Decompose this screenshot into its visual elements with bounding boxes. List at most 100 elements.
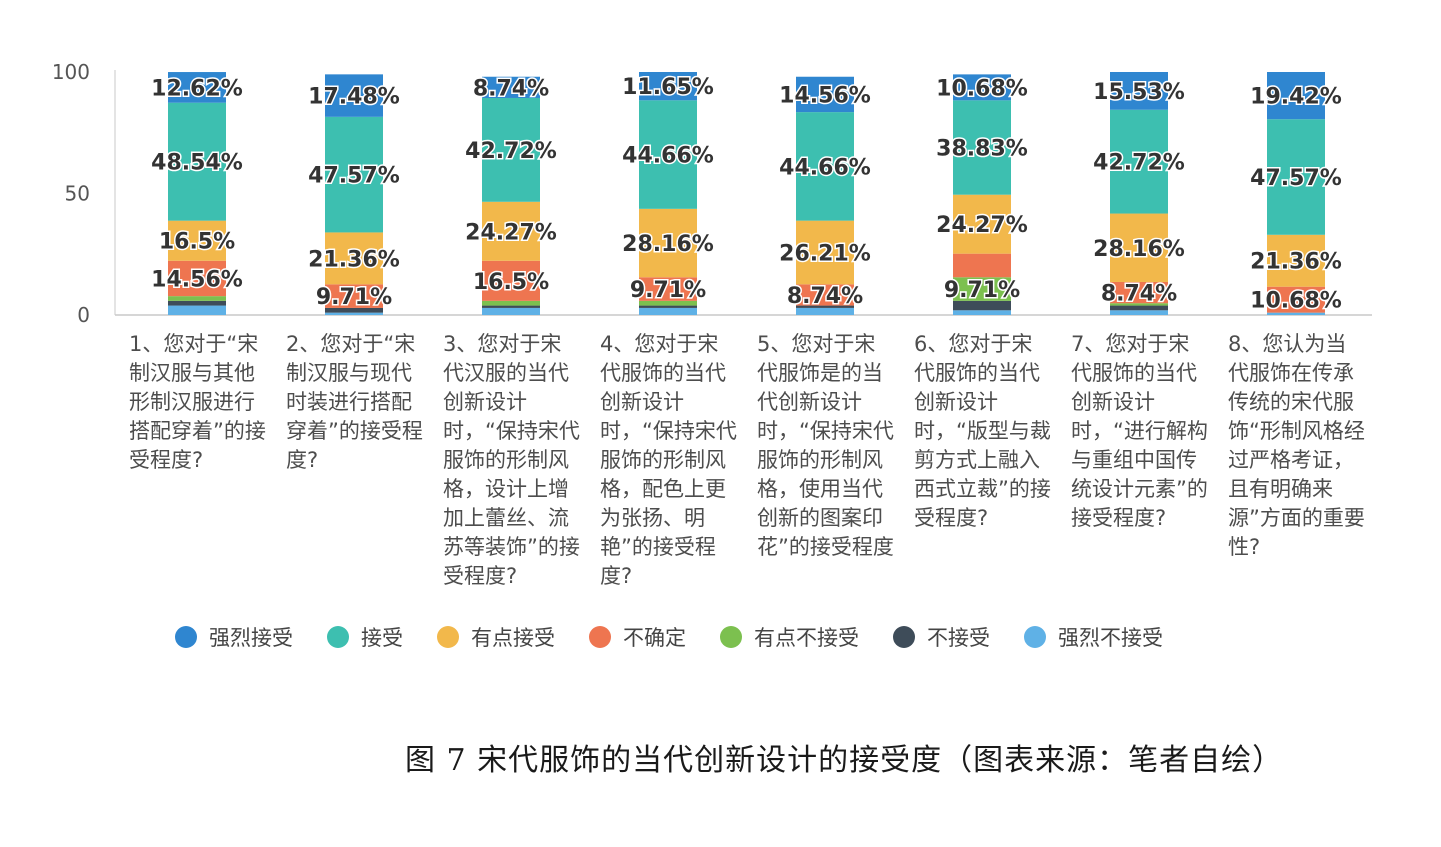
y-tick-label: 50 <box>65 182 90 206</box>
figure-caption: 图 7 宋代服饰的当代创新设计的接受度（图表来源：笔者自绘） <box>405 743 1284 778</box>
bar-segment <box>639 100 697 209</box>
bar-segment <box>796 284 854 306</box>
bar-segment <box>639 208 697 278</box>
bar-segment <box>953 300 1011 311</box>
bar-segment <box>953 310 1011 315</box>
data-label: 14.56% <box>779 83 871 108</box>
bar-segment <box>168 102 226 221</box>
bar-segment <box>1110 109 1168 214</box>
category-label: 5、您对于宋代服饰是的当代创新设计时，“保持宋代服饰的形制风格，使用当代创新的图… <box>757 332 894 559</box>
legend-swatch <box>327 626 349 648</box>
bar-segment <box>639 305 697 308</box>
legend-label: 强烈接受 <box>209 626 293 650</box>
bar-segment <box>1110 305 1168 311</box>
bar-segment <box>796 305 854 308</box>
bar-segment <box>1267 72 1325 120</box>
bar-segment <box>168 220 226 261</box>
bar-segment <box>1267 312 1325 315</box>
data-label: 28.16% <box>622 232 714 257</box>
data-label: 9.71% <box>630 278 706 303</box>
data-label: 42.72% <box>1093 151 1185 176</box>
data-label: 24.27% <box>936 213 1028 238</box>
category-label: 4、您对于宋代服饰的当代创新设计时，“保持宋代服饰的形制风格，配色上更为张扬、明… <box>600 332 737 588</box>
chart-legend: 强烈接受 接受 有点接受 不确定 有点不接受 不接受 强烈不接受 <box>175 622 1163 652</box>
bar-segment <box>1110 310 1168 315</box>
bar-segment <box>639 307 697 315</box>
category-label: 7、您对于宋代服饰的当代创新设计时，“进行解构与重组中国传统设计元素”的接受程度… <box>1071 332 1208 530</box>
category-label: 6、您对于宋代服饰的当代创新设计时，“版型与裁剪方式上融入西式立裁”的接受程度? <box>914 332 1051 530</box>
bar-segment <box>482 76 540 98</box>
bar-segment <box>953 194 1011 254</box>
bar-segment <box>796 76 854 113</box>
data-label: 11.65% <box>622 75 714 100</box>
legend-swatch <box>437 626 459 648</box>
bar-segment <box>482 201 540 261</box>
bar-segment <box>168 296 226 301</box>
y-tick-label: 100 <box>52 60 90 84</box>
bar-segment <box>1110 213 1168 282</box>
bar-segment <box>953 100 1011 195</box>
bar-segment <box>796 112 854 221</box>
data-label: 8.74% <box>473 76 549 101</box>
data-label: 16.5% <box>159 230 235 255</box>
bar-segment <box>482 260 540 301</box>
data-label: 44.66% <box>779 155 871 180</box>
bar-segment <box>482 305 540 308</box>
legend-item: 强烈接受 <box>175 622 293 652</box>
data-label: 21.36% <box>308 247 400 272</box>
legend-item: 有点接受 <box>437 622 555 652</box>
bar-segment <box>796 307 854 315</box>
legend-label: 不确定 <box>623 626 686 650</box>
legend-swatch <box>589 626 611 648</box>
data-label: 10.68% <box>936 76 1028 101</box>
bar-segment <box>639 72 697 101</box>
bar-segment <box>953 277 1011 301</box>
bar-segment <box>325 74 383 117</box>
bar-segment <box>1110 281 1168 304</box>
bar-segment <box>796 220 854 285</box>
legend-label: 有点接受 <box>471 626 555 650</box>
bar-segment <box>1267 286 1325 313</box>
category-label: 3、您对于宋代汉服的当代创新设计时，“保持宋代服饰的形制风格，设计上增加上蕾丝、… <box>443 332 580 588</box>
legend-label: 不接受 <box>927 626 990 650</box>
bar-segment <box>953 74 1011 101</box>
legend-item: 有点不接受 <box>720 622 859 652</box>
data-label: 15.53% <box>1093 80 1185 105</box>
data-label: 44.66% <box>622 144 714 169</box>
bar-segment <box>482 300 540 306</box>
bar-segment <box>1267 234 1325 287</box>
data-label: 8.74% <box>1101 282 1177 307</box>
legend-item: 接受 <box>327 622 403 652</box>
bar-segment <box>168 260 226 297</box>
legend-swatch <box>893 626 915 648</box>
category-label: 1、您对于“宋制汉服与其他形制汉服进行搭配穿着”的接受程度? <box>129 332 266 472</box>
legend-label: 强烈不接受 <box>1058 626 1163 650</box>
data-label: 47.57% <box>1250 166 1342 191</box>
data-label: 19.42% <box>1250 85 1342 110</box>
bar-segment <box>325 312 383 315</box>
legend-swatch <box>175 626 197 648</box>
bar-segment <box>482 307 540 315</box>
bar-segment <box>325 307 383 313</box>
bar-segment <box>639 277 697 301</box>
data-label: 24.27% <box>465 220 557 245</box>
data-label: 9.71% <box>944 278 1020 303</box>
legend-item: 强烈不接受 <box>1024 622 1163 652</box>
y-tick-label: 0 <box>77 303 90 327</box>
data-label: 9.71% <box>316 285 392 310</box>
data-label: 8.74% <box>787 284 863 309</box>
category-label: 2、您对于“宋制汉服与现代时装进行搭配穿着”的接受程度? <box>286 332 423 472</box>
bar-segment <box>639 300 697 306</box>
category-label: 8、您认为当代服饰在传承传统的宋代服饰“形制风格经过严格考证，且有明确来源”方面… <box>1228 332 1365 559</box>
data-label: 47.57% <box>308 164 400 189</box>
bar-segment <box>1267 119 1325 235</box>
data-label: 38.83% <box>936 137 1028 162</box>
category-labels: 1、您对于“宋制汉服与其他形制汉服进行搭配穿着”的接受程度?2、您对于“宋制汉服… <box>0 330 1441 600</box>
bar-segment <box>1110 72 1168 110</box>
data-label: 21.36% <box>1250 250 1342 275</box>
bar-segment <box>953 253 1011 278</box>
bar-segment <box>325 232 383 285</box>
data-label: 12.62% <box>151 76 243 101</box>
data-label: 28.16% <box>1093 237 1185 262</box>
legend-item: 不确定 <box>589 622 686 652</box>
